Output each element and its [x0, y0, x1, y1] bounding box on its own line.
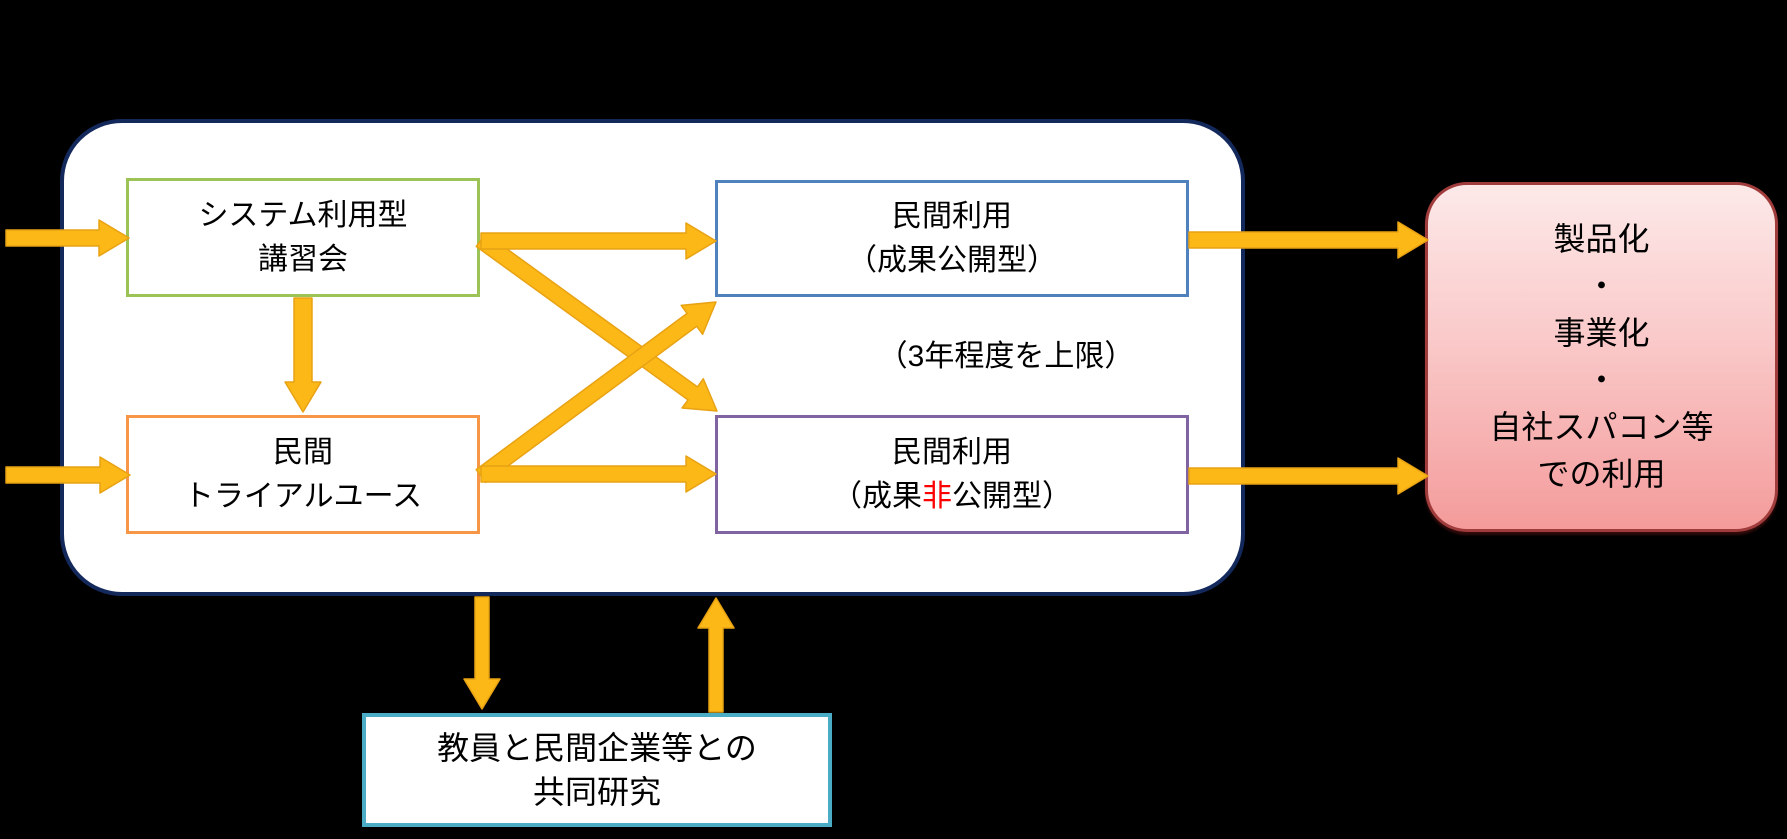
outcome-dot1: ・	[1585, 268, 1618, 304]
outcome-dot2: ・	[1585, 362, 1618, 398]
arrow-lecture-to-trial	[284, 297, 322, 413]
private-use-box: 民間利用 （成果非公開型）	[715, 415, 1189, 534]
arrow-public-to-outcome	[1188, 221, 1429, 259]
duration-note: （3年程度を上限）	[877, 340, 1135, 373]
joint-research-line2: 共同研究	[532, 774, 661, 810]
arrow-joint-research-to-panel	[697, 597, 735, 713]
outcome-line2: 事業化	[1553, 315, 1650, 351]
public-use-box-line1: 民間利用	[892, 199, 1012, 233]
arrow-lecture-to-public	[480, 222, 717, 260]
trial-box-line1: 民間	[273, 435, 333, 469]
outcome-line3: 自社スパコン等	[1489, 409, 1714, 445]
joint-research-line1: 教員と民間企業等との	[437, 730, 757, 766]
private-use-box-line1: 民間利用	[892, 435, 1012, 469]
arrow-entry-to-lecture	[5, 219, 130, 257]
lecture-box-line1: システム利用型	[198, 198, 408, 232]
arrow-private-to-outcome	[1188, 457, 1429, 495]
trial-box: 民間 トライアルユース	[126, 415, 480, 534]
private-use-line2-pre: （成果	[832, 479, 922, 513]
arrow-trial-to-private	[480, 455, 717, 493]
arrow-panel-to-joint-research	[463, 596, 501, 710]
outcome-box: 製品化 ・ 事業化 ・ 自社スパコン等 での利用	[1425, 182, 1778, 532]
public-use-box: 民間利用 （成果公開型）	[715, 180, 1189, 297]
arrow-entry-to-trial	[5, 456, 131, 494]
lecture-box: システム利用型 講習会	[126, 178, 480, 297]
lecture-box-line2: 講習会	[258, 242, 348, 276]
arrow-trial-to-public	[475, 301, 717, 484]
joint-research-box: 教員と民間企業等との 共同研究	[362, 713, 832, 827]
outcome-line1: 製品化	[1553, 221, 1650, 257]
public-use-box-line2: （成果公開型）	[847, 243, 1057, 277]
trial-box-line2: トライアルユース	[183, 479, 423, 513]
arrow-lecture-to-private	[475, 232, 718, 412]
private-use-box-line2: （成果非公開型）	[832, 475, 1072, 519]
private-use-line2-post: 公開型）	[952, 479, 1072, 513]
private-use-line2-highlight: 非	[922, 479, 952, 513]
outcome-line4: での利用	[1537, 456, 1666, 492]
